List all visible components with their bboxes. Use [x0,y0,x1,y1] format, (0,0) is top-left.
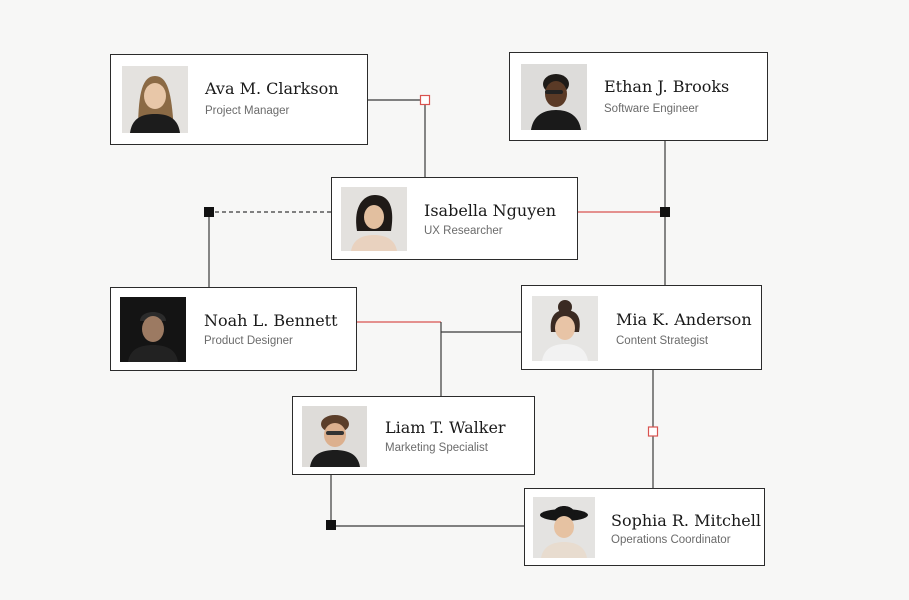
person-role: Project Manager [205,105,290,117]
person-role: Operations Coordinator [611,534,731,546]
person-name: Isabella Nguyen [424,201,556,220]
person-name: Ethan J. Brooks [604,77,730,96]
person-name: Liam T. Walker [385,418,506,437]
person-card[interactable]: Ava M. Clarkson Project Manager [110,54,368,145]
person-name: Noah L. Bennett [204,311,338,330]
person-role: Marketing Specialist [385,442,488,454]
junction-node-filled [204,207,214,217]
woman-long-hair-photo-icon [122,66,188,133]
person-card[interactable]: Noah L. Bennett Product Designer [110,287,357,371]
person-role: Content Strategist [616,335,709,347]
junction-node-filled [326,520,336,530]
man-glasses-profile-photo-icon [521,64,587,130]
connector-ava-isabella [368,99,426,177]
person-role: UX Researcher [424,225,503,237]
person-card[interactable]: Mia K. Anderson Content Strategist [521,285,762,370]
person-card[interactable]: Liam T. Walker Marketing Specialist [292,396,535,475]
junction-node-hollow [419,94,431,106]
person-name: Mia K. Anderson [616,310,752,329]
man-curly-hair-glasses-photo-icon [302,406,367,467]
person-name: Ava M. Clarkson [205,79,339,98]
connector-liam-sophia [330,475,524,527]
person-role: Software Engineer [604,103,699,115]
junction-node-hollow [647,426,659,437]
woman-wide-hat-photo-icon [533,497,595,558]
man-beanie-photo-icon [120,297,186,362]
person-card[interactable]: Sophia R. Mitchell Operations Coordinato… [524,488,765,566]
junction-node-filled [660,207,670,217]
person-card[interactable]: Isabella Nguyen UX Researcher [331,177,578,260]
woman-bob-hair-profile-photo-icon [341,187,407,251]
person-name: Sophia R. Mitchell [611,511,761,530]
woman-hair-bun-photo-icon [532,296,598,361]
person-card[interactable]: Ethan J. Brooks Software Engineer [509,52,768,141]
person-role: Product Designer [204,335,293,347]
